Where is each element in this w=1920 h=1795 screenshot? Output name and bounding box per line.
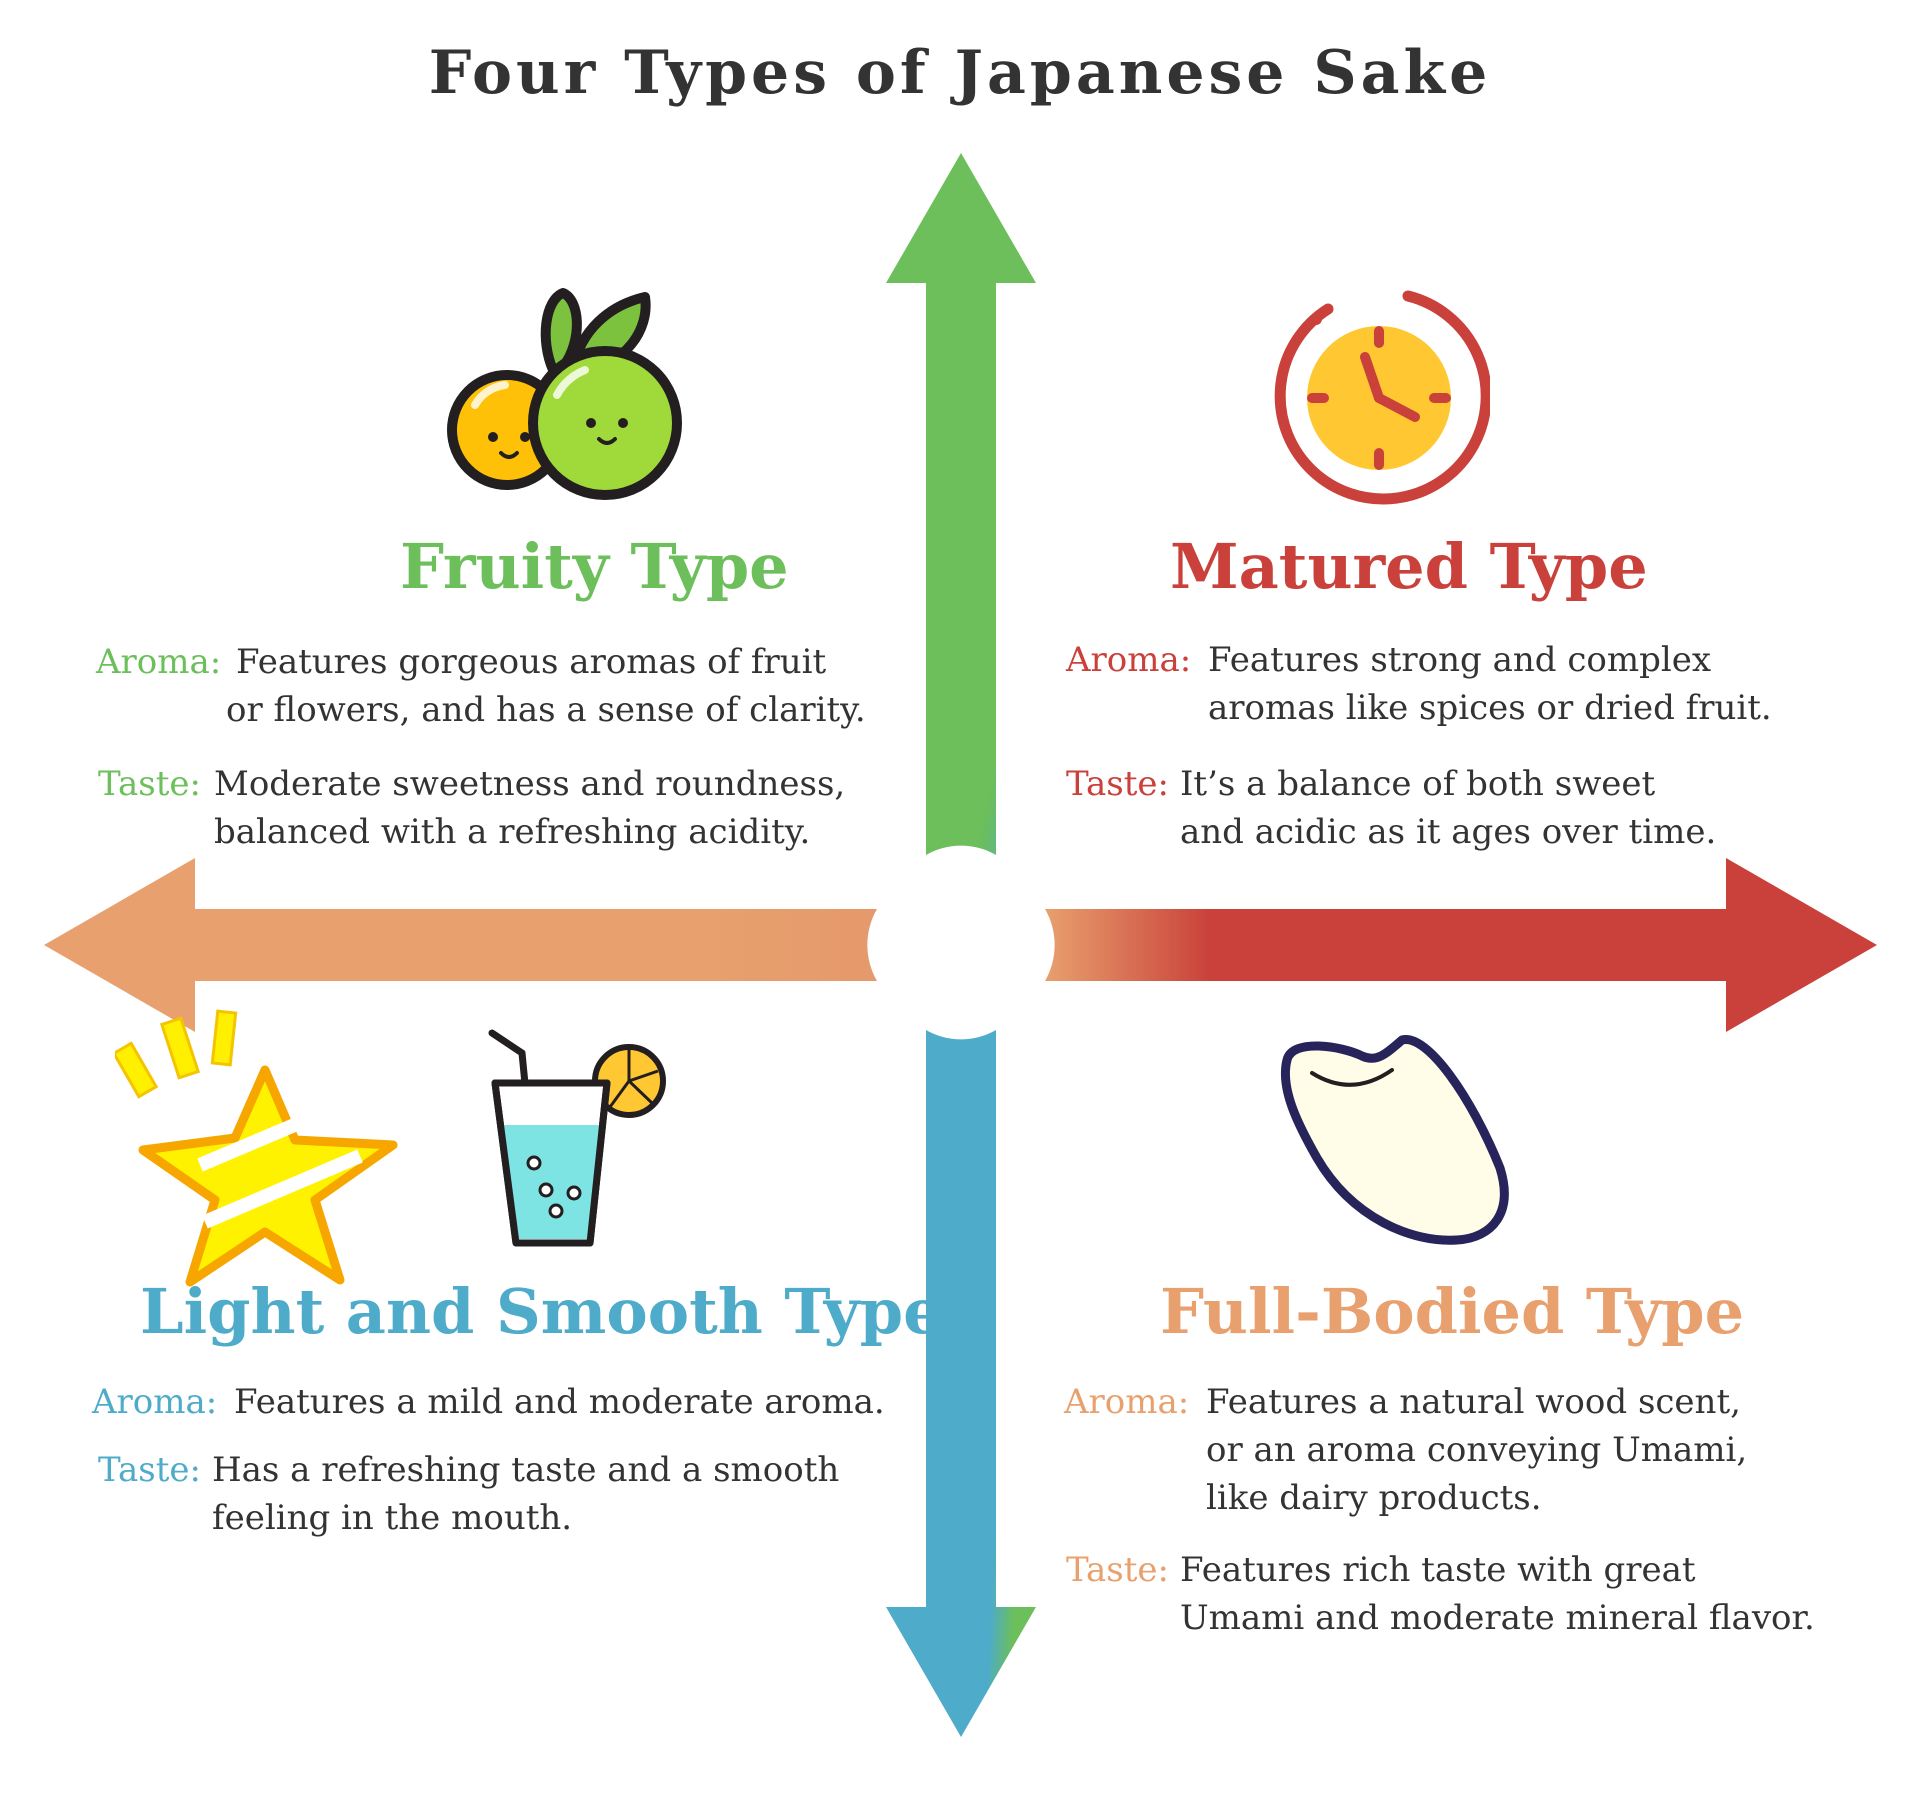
- full-aroma-line-2: or an aroma conveying Umami,: [1206, 1430, 1748, 1470]
- arrow-right: [1045, 858, 1877, 1032]
- full-aroma-label: Aroma:: [1064, 1382, 1190, 1422]
- rice-grain-icon: [1280, 1035, 1509, 1245]
- matured-aroma-line-1: Features strong and complex: [1208, 640, 1712, 680]
- light-taste-label: Taste:: [98, 1450, 201, 1490]
- fruity-aroma-line-1: Features gorgeous aromas of fruit: [236, 642, 827, 682]
- fruity-taste-label: Taste:: [98, 764, 201, 804]
- matured-title: Matured Type: [1170, 530, 1648, 603]
- fruity-aroma-line-2: or flowers, and has a sense of clarity.: [226, 690, 866, 730]
- light-taste-line-1: Has a refreshing taste and a smooth: [212, 1450, 840, 1490]
- arrow-up: [886, 153, 1036, 855]
- drink-glass-icon: [488, 1029, 666, 1247]
- matured-aroma-line-2: aromas like spices or dried fruit.: [1208, 688, 1772, 728]
- matured-taste-line-2: and acidic as it ages over time.: [1180, 812, 1717, 852]
- arrow-left: [44, 858, 877, 1032]
- full-title: Full-Bodied Type: [1160, 1275, 1745, 1348]
- matured-aroma-label: Aroma:: [1066, 640, 1192, 680]
- full-aroma-line-3: like dairy products.: [1206, 1478, 1542, 1518]
- matured-taste-label: Taste:: [1066, 764, 1169, 804]
- matured-taste-line-1: It’s a balance of both sweet: [1180, 764, 1656, 804]
- full-taste-line-1: Features rich taste with great: [1180, 1550, 1696, 1590]
- lime-and-orange-fruit-icon: [447, 288, 682, 500]
- fruity-aroma: Aroma: Features gorgeous aromas of fruit o…: [96, 638, 866, 734]
- page-title: Four Types of Japanese Sake: [428, 38, 1492, 108]
- light-aroma-line-1: Features a mild and moderate aroma.: [234, 1382, 885, 1422]
- fruity-taste: Taste: Moderate sweetness and roundness, b…: [98, 760, 845, 856]
- fruity-aroma-label: Aroma:: [96, 642, 222, 682]
- light-aroma: Aroma: Features a mild and moderate aroma…: [92, 1378, 885, 1426]
- fruity-taste-line-1: Moderate sweetness and roundness,: [214, 764, 846, 804]
- full-taste-label: Taste:: [1066, 1550, 1169, 1590]
- light-title: Light and Smooth Type: [140, 1275, 943, 1348]
- matured-taste: Taste: It’s a balance of both sweet and ac…: [1066, 760, 1716, 856]
- full-aroma-line-1: Features a natural wood scent,: [1206, 1382, 1741, 1422]
- star-icon: [115, 1009, 398, 1287]
- fruity-title: Fruity Type: [400, 530, 789, 603]
- clock-icon: [1274, 290, 1490, 505]
- light-taste: Taste: Has a refreshing taste and a smoot…: [98, 1446, 839, 1542]
- full-taste-line-2: Umami and moderate mineral flavor.: [1180, 1598, 1815, 1638]
- light-aroma-label: Aroma:: [92, 1382, 218, 1422]
- matured-aroma: Aroma: Features strong and complex aromas …: [1066, 636, 1772, 732]
- fruity-taste-line-2: balanced with a refreshing acidity.: [214, 812, 811, 852]
- arrow-down: [886, 1030, 1036, 1737]
- light-taste-line-2: feeling in the mouth.: [212, 1498, 573, 1538]
- full-aroma: Aroma: Features a natural wood scent, or a…: [1064, 1378, 1747, 1522]
